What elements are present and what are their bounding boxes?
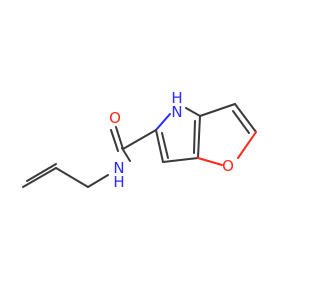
bond-c3a-c6a-inner <box>193 120 196 154</box>
bond-c3-n <box>87 174 109 188</box>
bond-c1-c2-double <box>26 163 57 182</box>
bond-c6-c6a <box>162 157 199 163</box>
bond-c2-o <box>237 131 257 159</box>
bond-c3-c2 <box>234 103 257 133</box>
bond-c5-nh <box>155 113 171 131</box>
bond-carbonyl-c5 <box>122 129 157 150</box>
bond-carbonyl-o-double <box>110 129 119 152</box>
bond-c3-c2-inner <box>232 110 250 134</box>
bond-c5-c6 <box>155 129 164 163</box>
bond-c3a-c6a <box>197 115 201 159</box>
bond-c1-c2 <box>22 167 57 188</box>
bond-carbonyl-o <box>115 126 124 150</box>
carbonyl-oxygen-label: O <box>109 109 121 127</box>
bond-c2-c3 <box>55 167 89 188</box>
bond-n-carbonyl <box>121 147 131 162</box>
furan-oxygen-label: O <box>222 157 234 175</box>
bond-nh-c3a <box>185 107 201 117</box>
bond-c5-c6-inner <box>161 132 169 159</box>
bond-o-c6a <box>197 157 223 166</box>
bond-c3a-c3 <box>199 103 236 117</box>
